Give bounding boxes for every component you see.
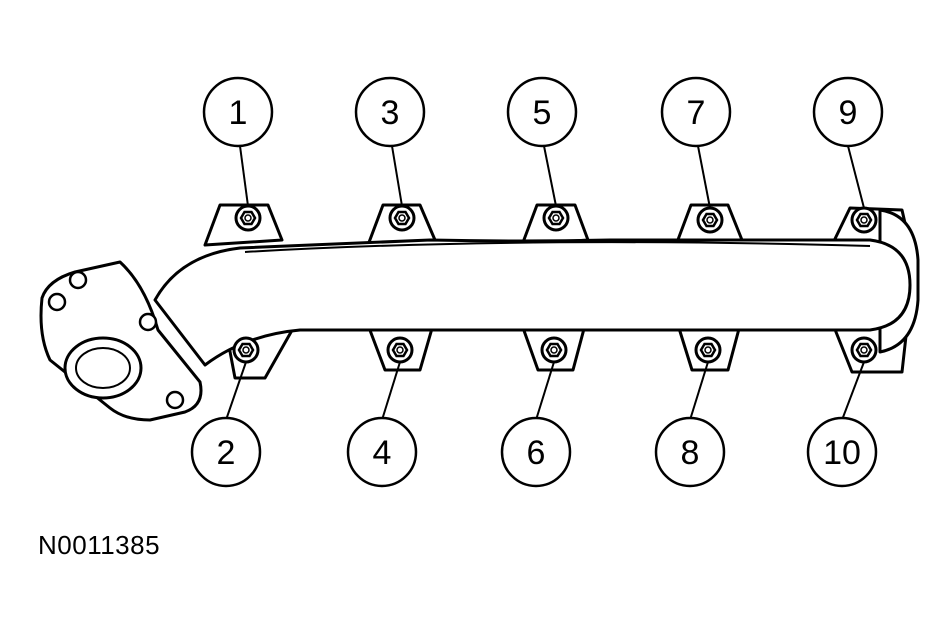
callout-4: 4 [373, 434, 392, 472]
bolt-5 [542, 204, 570, 232]
bolt-7 [696, 206, 724, 234]
callout-3: 3 [381, 94, 400, 132]
bolt-1 [234, 204, 262, 232]
callout-10: 10 [823, 434, 861, 472]
leader-lines [225, 145, 865, 421]
bolt-10 [850, 336, 878, 364]
callout-2: 2 [217, 434, 236, 472]
callout-5: 5 [533, 94, 552, 132]
callout-8: 8 [681, 434, 700, 472]
figure-id: N0011385 [38, 530, 161, 560]
callout-labels: 1 3 5 7 9 2 4 6 8 10 [217, 94, 861, 472]
bolt-9 [850, 206, 878, 234]
bolt-2 [232, 336, 260, 364]
bolt-6 [540, 336, 568, 364]
callouts [190, 76, 884, 488]
bolt-3 [388, 204, 416, 232]
callout-9: 9 [839, 94, 858, 132]
callout-6: 6 [527, 434, 546, 472]
callout-7: 7 [687, 94, 706, 132]
bolt-8 [694, 336, 722, 364]
bolt-4 [386, 336, 414, 364]
manifold-body [39, 203, 920, 422]
callout-1: 1 [229, 94, 248, 132]
